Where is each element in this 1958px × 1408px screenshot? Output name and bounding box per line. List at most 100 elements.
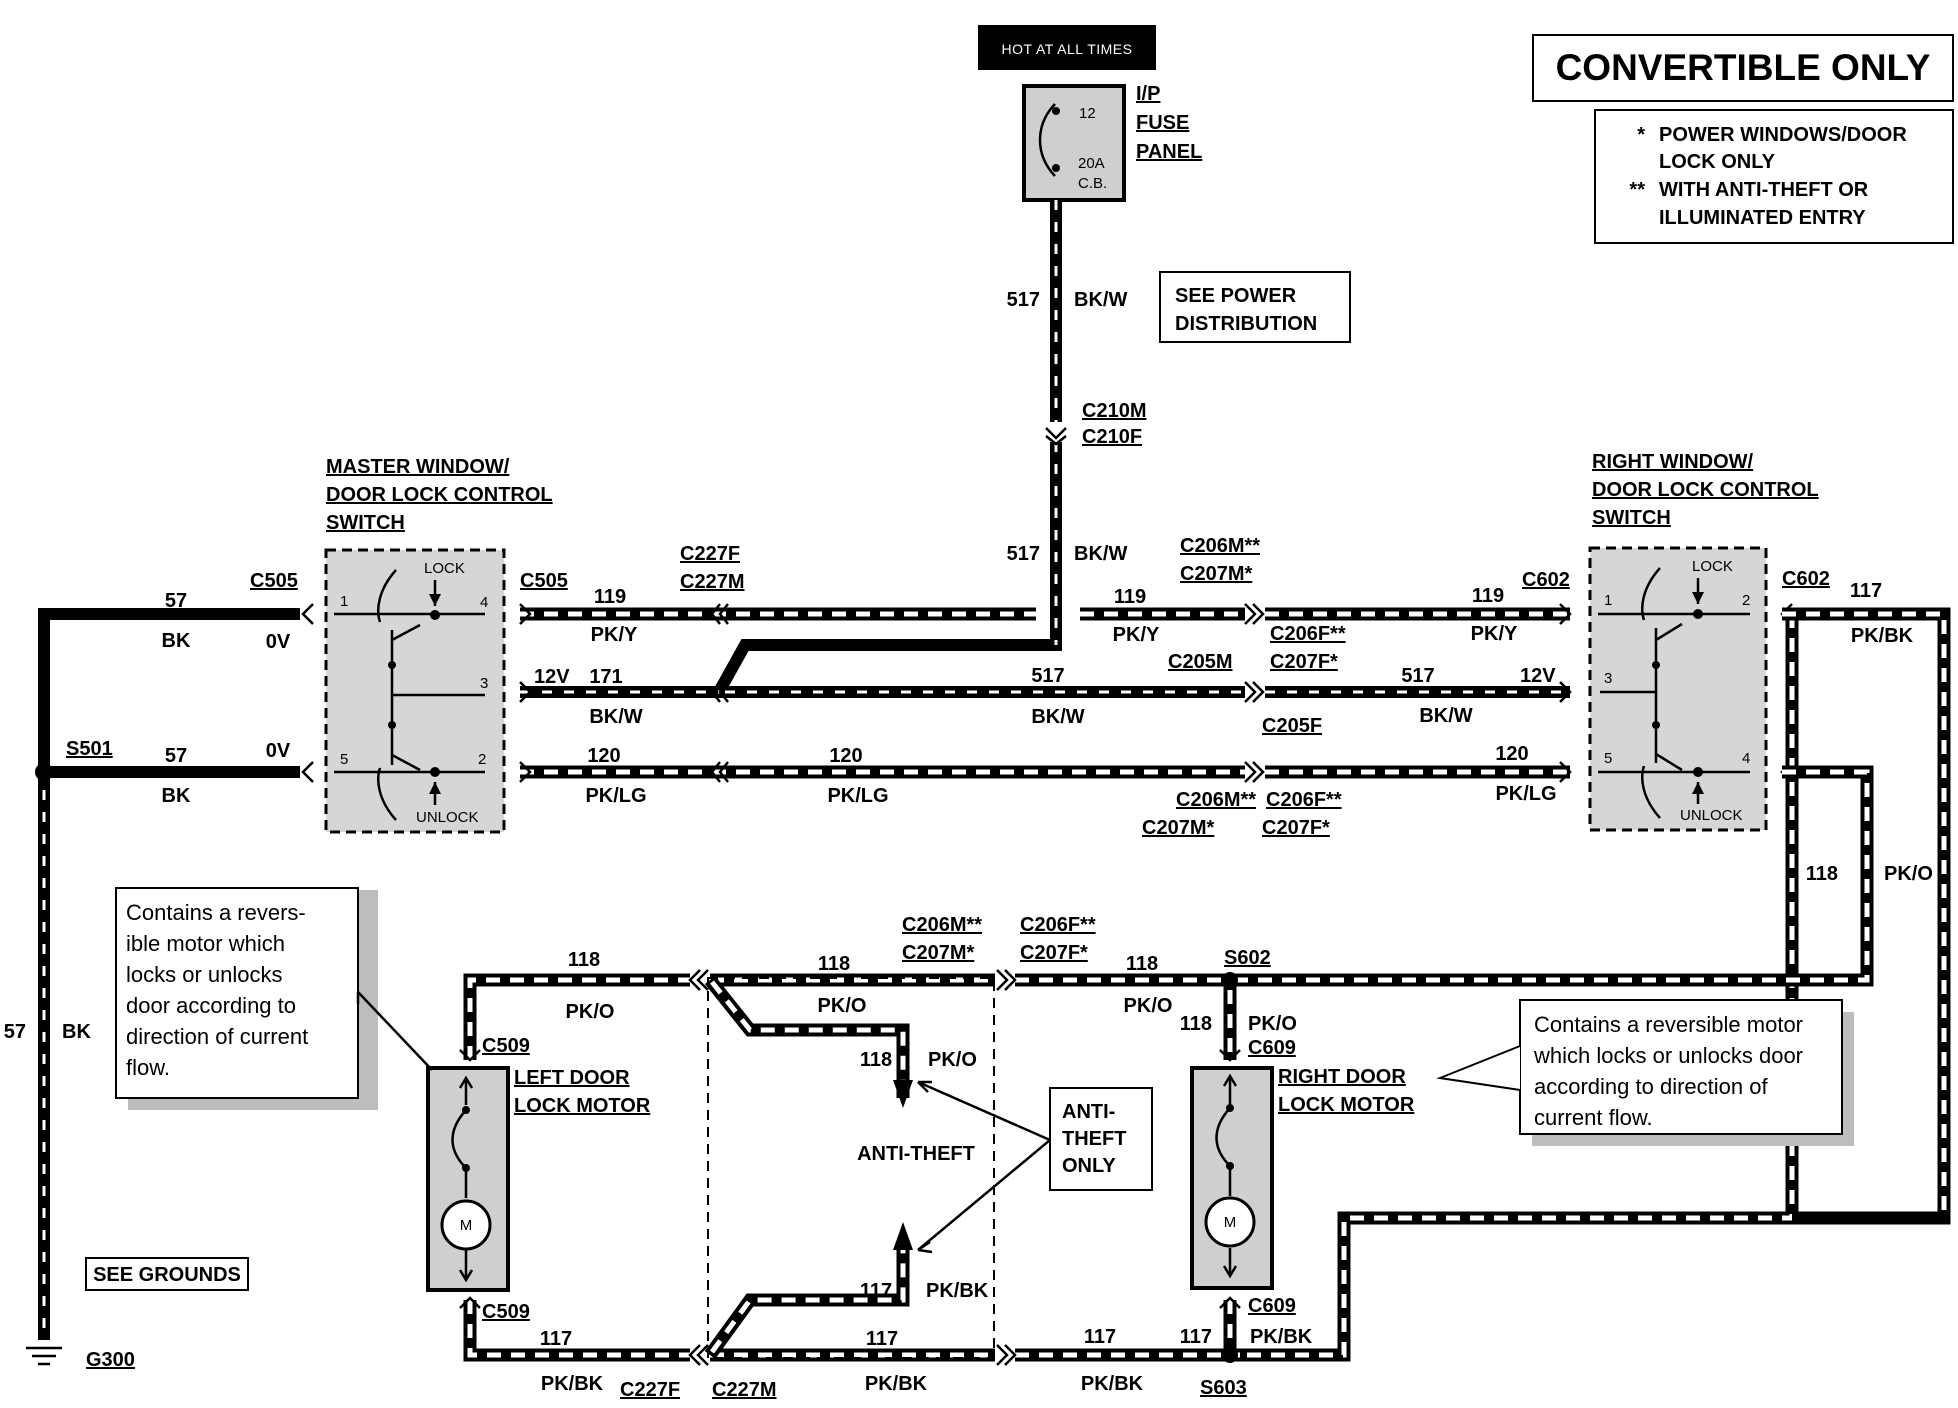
svg-text:C207F*: C207F* [1262, 817, 1330, 839]
svg-text:PK/Y: PK/Y [1113, 624, 1160, 646]
svg-text:C207F*: C207F* [1270, 651, 1338, 673]
svg-text:BK: BK [62, 1021, 91, 1043]
svg-text:flow.: flow. [126, 1055, 170, 1080]
svg-text:CONVERTIBLE ONLY: CONVERTIBLE ONLY [1556, 47, 1931, 88]
svg-text:M: M [1224, 1214, 1237, 1231]
see-grounds-box: SEE GROUNDS [85, 1257, 249, 1291]
svg-text:PK/LG: PK/LG [585, 785, 646, 807]
svg-text:PANEL: PANEL [1136, 141, 1202, 163]
svg-text:PK/BK: PK/BK [1250, 1326, 1313, 1348]
wire-right-segments [1265, 607, 1570, 779]
svg-text:517: 517 [1401, 665, 1434, 687]
anti-theft-arrow-down [893, 1080, 913, 1108]
svg-text:171: 171 [589, 666, 622, 688]
svg-text:C210M: C210M [1082, 400, 1146, 422]
legend-box: * POWER WINDOWS/DOOR LOCK ONLY ** WITH A… [1594, 109, 1954, 244]
svg-text:5: 5 [1604, 750, 1612, 767]
svg-text:3: 3 [1604, 670, 1612, 687]
left-door-lock-motor: M [426, 1066, 510, 1292]
svg-text:1: 1 [340, 593, 348, 610]
svg-text:S501: S501 [66, 738, 113, 760]
svg-text:PK/O: PK/O [1884, 863, 1933, 885]
svg-text:BK/W: BK/W [1074, 289, 1127, 311]
svg-text:SWITCH: SWITCH [326, 512, 405, 534]
svg-text:C206F**: C206F** [1266, 789, 1342, 811]
svg-text:SEE POWER: SEE POWER [1175, 285, 1297, 307]
svg-text:118: 118 [1126, 953, 1158, 975]
left-motor-note: Contains a revers- ible motor which lock… [115, 887, 433, 1110]
svg-text:PK/BK: PK/BK [865, 1373, 928, 1395]
svg-text:BK/W: BK/W [1031, 706, 1084, 728]
svg-text:RIGHT DOOR: RIGHT DOOR [1278, 1066, 1406, 1088]
hot-at-all-times-tag: HOT AT ALL TIMES [978, 25, 1156, 70]
svg-text:which locks or unlocks door: which locks or unlocks door [1533, 1043, 1803, 1068]
svg-text:C206F**: C206F** [1270, 623, 1346, 645]
svg-text:C505: C505 [520, 570, 568, 592]
svg-text:C609: C609 [1248, 1295, 1296, 1317]
svg-text:PK/LG: PK/LG [827, 785, 888, 807]
svg-text:117: 117 [860, 1280, 892, 1302]
svg-text:118: 118 [1806, 863, 1838, 885]
wire-517-feed [714, 200, 1067, 693]
svg-text:12V: 12V [534, 666, 570, 688]
svg-text:S602: S602 [1224, 947, 1271, 969]
convertible-only-title: CONVERTIBLE ONLY [1532, 34, 1954, 102]
svg-text:5: 5 [340, 751, 348, 768]
svg-text:119: 119 [1472, 585, 1504, 607]
svg-text:C207F*: C207F* [1020, 942, 1088, 964]
svg-text:C206M**: C206M** [1180, 535, 1260, 557]
wire-118-lower [463, 973, 1237, 1098]
svg-text:ANTI-: ANTI- [1062, 1101, 1115, 1123]
svg-text:C609: C609 [1248, 1037, 1296, 1059]
svg-text:PK/BK: PK/BK [1851, 625, 1914, 647]
ground-symbol-g300 [26, 1346, 62, 1366]
svg-text:517: 517 [1007, 543, 1040, 565]
svg-text:THEFT: THEFT [1062, 1128, 1126, 1150]
svg-text:57: 57 [165, 745, 187, 767]
svg-text:S603: S603 [1200, 1377, 1247, 1399]
svg-text:direction of current: direction of current [126, 1024, 308, 1049]
svg-text:LOCK ONLY: LOCK ONLY [1659, 151, 1776, 173]
svg-text:C505: C505 [250, 570, 298, 592]
svg-text:LOCK MOTOR: LOCK MOTOR [514, 1095, 651, 1117]
wire-117-lower [463, 1240, 1240, 1362]
svg-text:FUSE: FUSE [1136, 112, 1189, 134]
svg-text:C210F: C210F [1082, 426, 1142, 448]
svg-text:PK/O: PK/O [1248, 1013, 1297, 1035]
svg-text:120: 120 [829, 745, 862, 767]
ip-fuse-panel: 12 20A C.B. I/P FUSE PANEL [1022, 83, 1202, 202]
svg-text:57: 57 [165, 590, 187, 612]
svg-text:C205F: C205F [1262, 715, 1322, 737]
svg-text:I/P: I/P [1136, 83, 1160, 105]
svg-text:117: 117 [540, 1328, 572, 1350]
svg-text:LOCK: LOCK [1692, 558, 1733, 575]
svg-text:C207M*: C207M* [1142, 817, 1214, 839]
splice-s602 [1222, 972, 1238, 988]
svg-text:ILLUMINATED ENTRY: ILLUMINATED ENTRY [1659, 207, 1866, 229]
svg-text:BK: BK [162, 630, 191, 652]
svg-text:SWITCH: SWITCH [1592, 507, 1671, 529]
svg-text:SEE GROUNDS: SEE GROUNDS [93, 1264, 241, 1286]
svg-text:DISTRIBUTION: DISTRIBUTION [1175, 313, 1317, 335]
svg-text:locks or unlocks: locks or unlocks [126, 962, 283, 987]
svg-text:door according to: door according to [126, 993, 296, 1018]
svg-text:C207M*: C207M* [902, 942, 974, 964]
svg-text:118: 118 [1180, 1013, 1212, 1035]
svg-text:PK/BK: PK/BK [1081, 1373, 1144, 1395]
svg-text:UNLOCK: UNLOCK [1680, 807, 1743, 824]
svg-text:12: 12 [1079, 105, 1096, 122]
svg-text:PK/Y: PK/Y [1471, 623, 1518, 645]
svg-text:C207M*: C207M* [1180, 563, 1252, 585]
svg-text:current flow.: current flow. [1534, 1105, 1653, 1130]
right-door-lock-motor: M [1190, 1066, 1274, 1290]
svg-text:C602: C602 [1522, 569, 1570, 591]
anti-theft-only-box: ANTI- THEFT ONLY [917, 1080, 1153, 1254]
svg-text:57: 57 [4, 1021, 26, 1043]
svg-text:BK/W: BK/W [589, 706, 642, 728]
svg-text:*: * [1637, 124, 1645, 146]
svg-text:ANTI-THEFT: ANTI-THEFT [857, 1143, 975, 1165]
svg-text:C227M: C227M [680, 571, 744, 593]
svg-text:Contains a reversible motor: Contains a reversible motor [1534, 1012, 1803, 1037]
svg-text:according to direction of: according to direction of [1534, 1074, 1768, 1099]
svg-text:120: 120 [587, 745, 620, 767]
